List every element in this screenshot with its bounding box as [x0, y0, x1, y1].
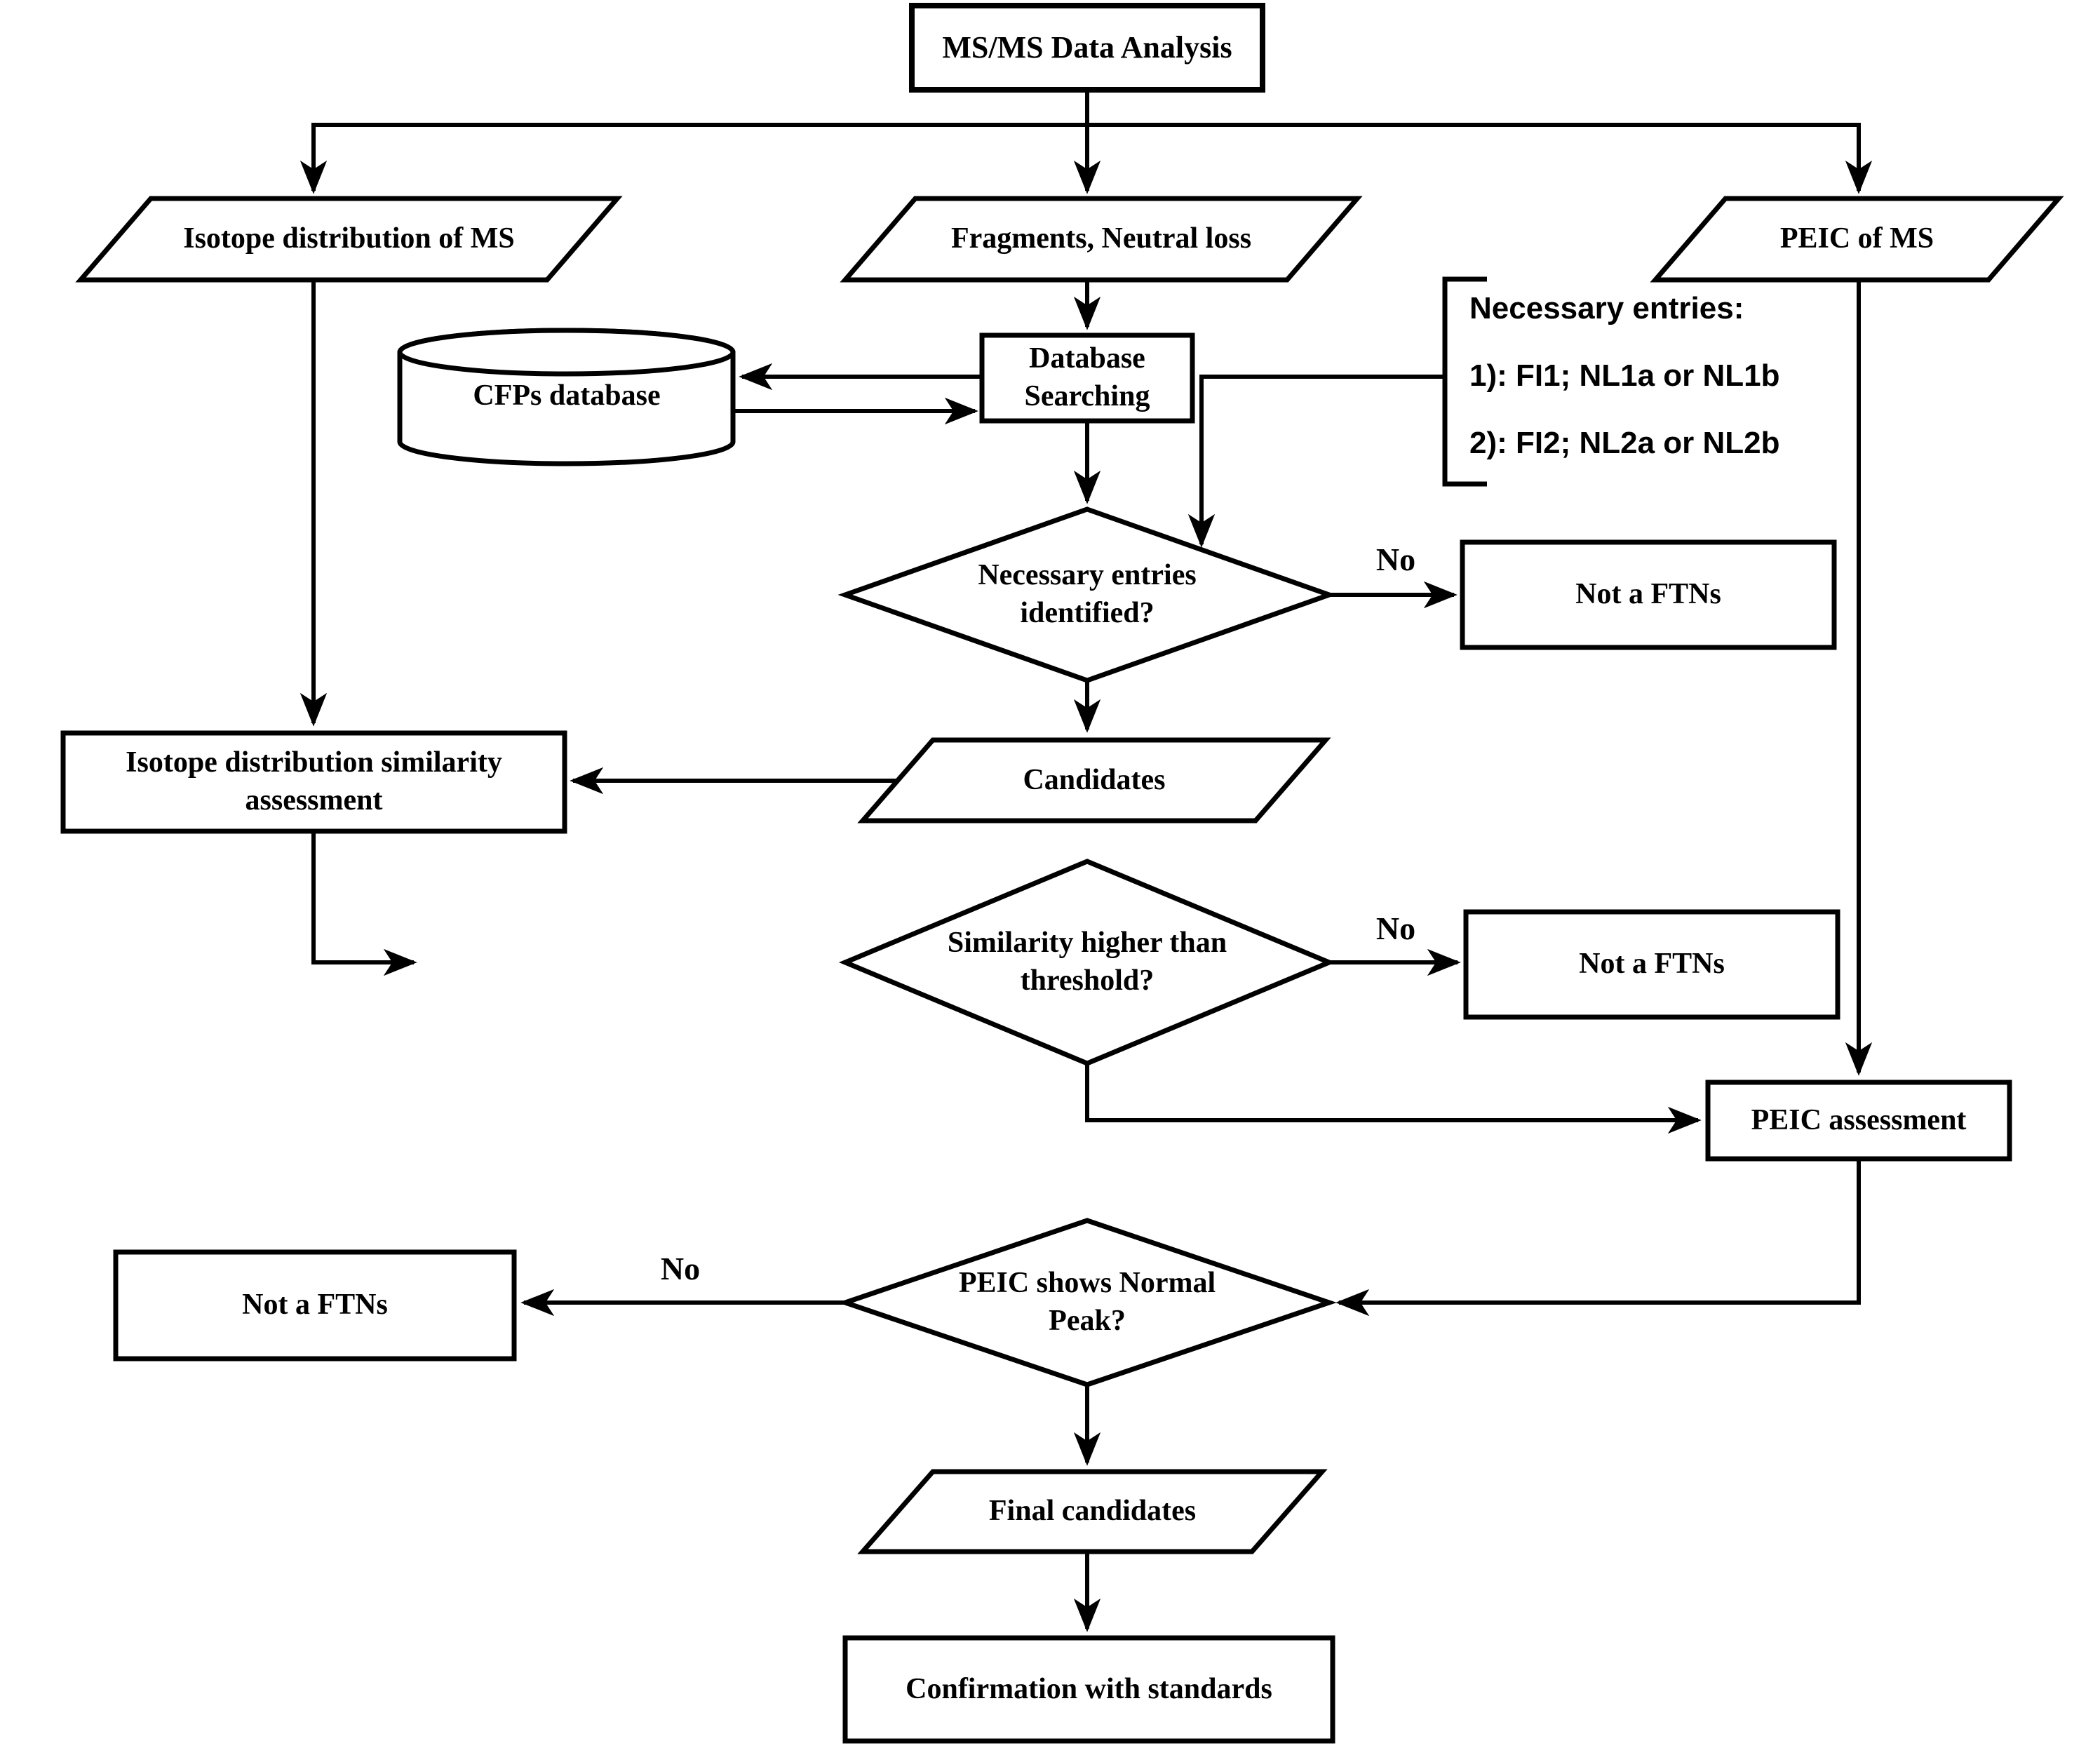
note-entry-1: 1): FI1; NL1a or NL1b — [1469, 356, 1974, 396]
final-candidates-text: Final candidates — [988, 1495, 1197, 1528]
entries-decision-line1: Necessary entries — [978, 559, 1197, 592]
note-title: Necessary entries: — [1469, 289, 1974, 328]
peic-assess-box-shape — [1705, 1080, 2012, 1162]
edge-similarity-to-peic-assess — [1085, 1063, 1702, 1134]
final-candidates-label: Final candidates — [863, 1472, 1322, 1552]
peic-ms-label: PEIC of MS — [1655, 199, 2059, 280]
peic-ms-parallelogram-shape — [1650, 196, 2064, 283]
no-label-1-text: No — [1375, 541, 1416, 577]
node-shapes — [60, 3, 2064, 1744]
no-label-1: No — [1333, 537, 1459, 582]
isotope-assess-line1: Isotope distribution similarity — [126, 746, 502, 779]
edge-isotope-assess-to-similarity — [311, 831, 417, 976]
isotope-assess-line2: assessment — [245, 784, 383, 816]
fragments-parallelogram-shape — [840, 196, 1363, 283]
isotope-dist-parallelogram-shape — [75, 196, 623, 283]
not-ftns-3-text: Not a FTNs — [242, 1289, 388, 1322]
not-ftns-1-box-shape — [1460, 539, 1837, 650]
peak-decision-diamond-shape — [837, 1218, 1337, 1387]
isotope-assess-label: Isotope distribution similarity assessme… — [63, 733, 565, 831]
fragments-label: Fragments, Neutral loss — [845, 199, 1357, 280]
entries-decision-label: Necessary entries identified? — [845, 509, 1329, 680]
candidates-parallelogram-shape — [857, 737, 1331, 823]
note-bracket — [1442, 276, 1487, 487]
db-search-label-line1: Database — [1029, 342, 1145, 375]
not-ftns-3-label: Not a FTNs — [116, 1252, 514, 1359]
not-ftns-3-box-shape — [113, 1249, 517, 1362]
peak-decision-label: PEIC shows Normal Peak? — [845, 1221, 1329, 1385]
note-entry-2: 2): FI2; NL2a or NL2b — [1469, 424, 1974, 463]
fragments-label-text: Fragments, Neutral loss — [950, 222, 1252, 255]
isotope-dist-label: Isotope distribution of MS — [81, 199, 617, 280]
similarity-decision-line1: Similarity higher than — [947, 927, 1227, 960]
entries-decision-diamond-shape — [837, 506, 1337, 683]
peak-decision-line2: Peak? — [1049, 1305, 1126, 1337]
msms-label-text: MS/MS Data Analysis — [942, 29, 1232, 65]
confirmation-label-text: Confirmation with standards — [906, 1672, 1272, 1705]
peic-assess-label-text: PEIC assessment — [1751, 1103, 1967, 1136]
cfps-database-label-text: CFPs database — [473, 379, 661, 412]
cfps-database-cylinder-top — [397, 328, 736, 377]
note-entry-1-text: 1): FI1; NL1a or NL1b — [1469, 358, 1780, 393]
confirmation-box-shape — [842, 1635, 1335, 1744]
db-search-label-line2: Searching — [1024, 380, 1150, 412]
msms-box-shape — [909, 3, 1265, 93]
cfps-database-label: CFPs database — [400, 330, 734, 463]
no-label-3-text: No — [660, 1250, 701, 1286]
msms-label: MS/MS Data Analysis — [912, 6, 1263, 90]
no-label-2-text: No — [1375, 910, 1416, 946]
edge-peic-assess-to-peak — [1335, 1159, 1861, 1317]
entries-decision-line2: identified? — [1020, 597, 1155, 629]
not-ftns-1-label: Not a FTNs — [1462, 542, 1834, 647]
peak-decision-line1: PEIC shows Normal — [958, 1267, 1216, 1300]
not-ftns-2-label: Not a FTNs — [1466, 912, 1838, 1017]
candidates-label-text: Candidates — [1023, 763, 1166, 796]
isotope-assess-box-shape — [60, 730, 567, 834]
final-candidates-parallelogram-shape — [857, 1469, 1328, 1554]
connectors — [299, 90, 1873, 1632]
similarity-decision-diamond-shape — [838, 859, 1336, 1066]
note-title-text: Necessary entries: — [1469, 290, 1744, 325]
note-entry-2-text: 2): FI2; NL2a or NL2b — [1469, 425, 1780, 460]
not-ftns-2-text: Not a FTNs — [1579, 948, 1725, 981]
similarity-decision-line2: threshold? — [1020, 964, 1155, 997]
peic-ms-label-text: PEIC of MS — [1779, 222, 1934, 255]
confirmation-label: Confirmation with standards — [845, 1638, 1333, 1741]
no-label-2: No — [1333, 906, 1459, 951]
edge-note-to-entries — [1187, 375, 1445, 548]
candidates-label: Candidates — [863, 740, 1326, 821]
no-label-3: No — [617, 1246, 743, 1291]
similarity-decision-label: Similarity higher than threshold? — [845, 861, 1329, 1063]
not-ftns-2-box-shape — [1463, 909, 1840, 1020]
db-search-box-shape — [979, 332, 1195, 424]
db-search-label: Database Searching — [982, 335, 1192, 421]
peic-assess-label: PEIC assessment — [1708, 1082, 2010, 1159]
isotope-dist-label-text: Isotope distribution of MS — [183, 222, 515, 255]
not-ftns-1-text: Not a FTNs — [1575, 578, 1721, 611]
